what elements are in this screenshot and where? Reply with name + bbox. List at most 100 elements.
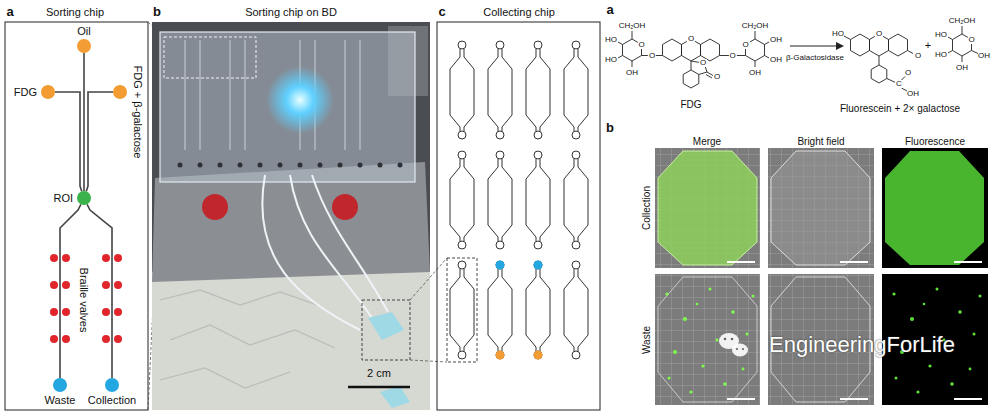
chemical-structure bbox=[836, 42, 844, 50]
setup-photo bbox=[318, 163, 323, 168]
label-text: OH bbox=[770, 56, 782, 65]
braille-valve bbox=[62, 281, 70, 289]
label-text: Bright field bbox=[797, 136, 844, 147]
label-text: Sorting chip on BD bbox=[245, 6, 337, 18]
braille-valve bbox=[102, 308, 110, 316]
chemical-structure bbox=[871, 65, 887, 83]
collecting-chip bbox=[526, 261, 550, 359]
setup-photo bbox=[362, 300, 410, 360]
chemical-structure bbox=[746, 31, 770, 67]
watermark: EngineeringForLife bbox=[769, 333, 955, 357]
label-text: OH bbox=[978, 52, 990, 61]
sorting-chip-frame bbox=[5, 22, 148, 410]
channel-line bbox=[60, 204, 81, 378]
chemical-structure bbox=[683, 70, 699, 88]
wechat-icon bbox=[736, 348, 738, 350]
setup-photo bbox=[152, 22, 430, 410]
label-text: HO bbox=[935, 31, 947, 40]
setup-photo bbox=[262, 175, 388, 330]
braille-valve bbox=[114, 335, 122, 343]
microscopy-image bbox=[768, 148, 874, 268]
setup-photo bbox=[160, 32, 415, 182]
channel-line bbox=[55, 92, 82, 191]
chemical-structure bbox=[618, 31, 642, 67]
port-label: ROI bbox=[53, 192, 73, 204]
braille-valve bbox=[62, 254, 70, 262]
label-text: OH bbox=[749, 69, 761, 78]
braille-valve bbox=[114, 281, 122, 289]
label-text: O bbox=[714, 73, 720, 82]
chemical-structure bbox=[618, 26, 978, 91]
collecting-chip bbox=[450, 151, 474, 249]
label-text: Fluorescence bbox=[905, 136, 965, 147]
microscopy-image bbox=[882, 148, 988, 268]
port-label: Oil bbox=[77, 25, 90, 37]
collecting-chip bbox=[437, 22, 600, 410]
port-label: Collection bbox=[88, 394, 136, 406]
zoom-line bbox=[410, 258, 447, 362]
collecting-chip bbox=[564, 41, 588, 139]
channel-line bbox=[86, 92, 113, 191]
setup-photo bbox=[202, 194, 228, 220]
braille-valve bbox=[50, 281, 58, 289]
label-text: O bbox=[741, 41, 749, 49]
collecting-chip bbox=[564, 261, 588, 359]
microscopy-image bbox=[771, 151, 870, 265]
channel-port: FDG + β-galactose bbox=[113, 85, 127, 99]
setup-photo bbox=[152, 22, 430, 410]
setup-photo bbox=[338, 163, 343, 168]
label-text: O bbox=[915, 52, 921, 61]
panel-letter: b bbox=[606, 121, 614, 135]
label-text: O bbox=[875, 30, 883, 38]
braille-valve bbox=[62, 308, 70, 316]
collecting-chip bbox=[450, 41, 474, 139]
label-text: C bbox=[895, 80, 903, 88]
braille-valve bbox=[114, 254, 122, 262]
channel-port: FDG bbox=[41, 85, 55, 99]
setup-photo bbox=[178, 163, 183, 168]
braille-valve bbox=[102, 254, 110, 262]
channel-port: Collection bbox=[105, 378, 119, 392]
braille-valve bbox=[50, 254, 58, 262]
label-text: HO bbox=[605, 56, 617, 65]
setup-photo bbox=[198, 163, 203, 168]
label-text: HO bbox=[935, 51, 947, 60]
wechat-icon bbox=[724, 338, 727, 341]
collecting-chip bbox=[488, 41, 512, 139]
label-text: OH bbox=[907, 90, 919, 99]
chemical-structure bbox=[948, 26, 972, 62]
panel-letter: a bbox=[6, 5, 13, 19]
label-text: HO bbox=[832, 30, 844, 39]
label-text: O bbox=[699, 59, 707, 67]
collecting-chip bbox=[526, 151, 550, 249]
braille-valve bbox=[50, 308, 58, 316]
channel-port: Oil bbox=[77, 39, 91, 53]
label-text: Sorting chip bbox=[46, 6, 104, 18]
port-label: FDG bbox=[14, 86, 37, 98]
braille-valve bbox=[50, 335, 58, 343]
channel-line bbox=[83, 53, 85, 191]
setup-photo bbox=[178, 163, 403, 168]
label-text: Braille valves bbox=[78, 268, 90, 333]
setup-photo bbox=[378, 163, 383, 168]
label-text: Waste bbox=[641, 326, 652, 354]
microscopy-image bbox=[885, 151, 984, 265]
label-text: CH₂OH bbox=[949, 17, 976, 26]
channel-port: ROI bbox=[77, 191, 91, 205]
collecting-chip bbox=[496, 261, 505, 270]
wechat-icon bbox=[731, 338, 734, 341]
setup-photo bbox=[160, 290, 335, 388]
microscopy-image bbox=[655, 274, 760, 405]
setup-photo bbox=[298, 163, 303, 168]
label-text: O bbox=[637, 41, 645, 49]
setup-photo bbox=[332, 194, 358, 220]
port-label: Waste bbox=[45, 394, 76, 406]
collecting-chip bbox=[437, 22, 600, 410]
braille-valve bbox=[62, 335, 70, 343]
label-text: Collection bbox=[641, 186, 652, 230]
microscopy-image bbox=[658, 277, 757, 402]
label-text: O bbox=[967, 36, 975, 44]
microscopy-image bbox=[665, 288, 754, 394]
collecting-chip bbox=[534, 261, 543, 270]
microscopy-image bbox=[655, 148, 988, 405]
